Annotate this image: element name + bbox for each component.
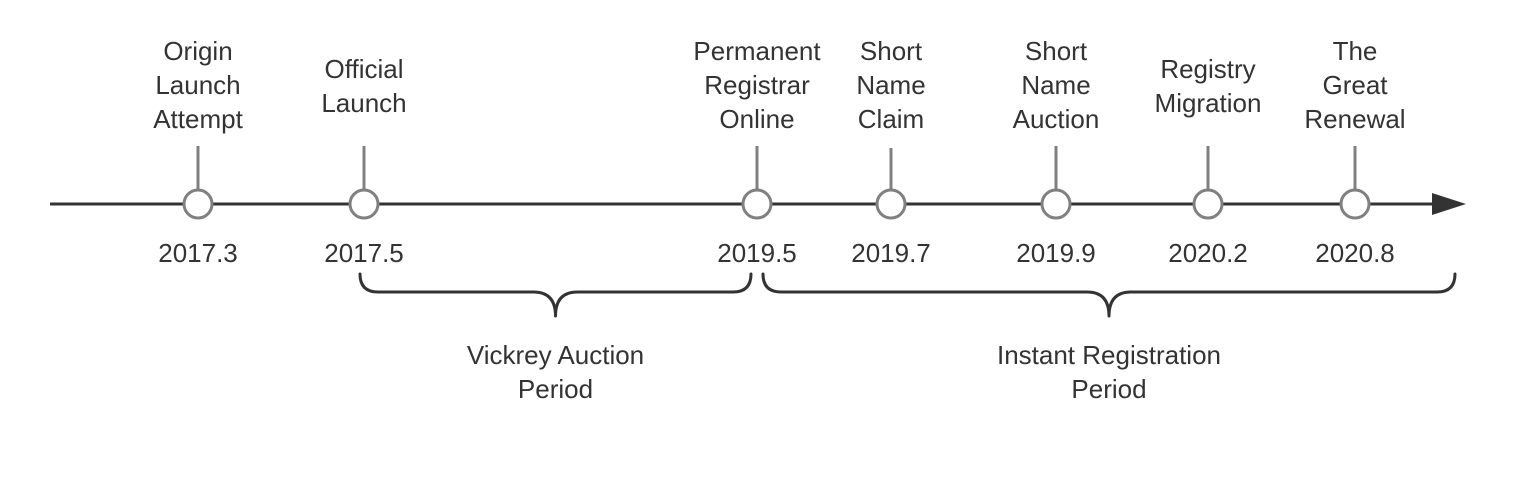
event-date: 2019.5 [717, 238, 797, 268]
event-title-line: Migration [1155, 88, 1262, 118]
event-title-line: Claim [858, 104, 924, 134]
event-title-line: Online [719, 104, 794, 134]
event-date: 2020.2 [1168, 238, 1248, 268]
period-brace [358, 272, 753, 318]
period-brace [761, 272, 1457, 318]
event-title-line: Permanent [693, 36, 821, 66]
event-title-line: Name [1021, 70, 1090, 100]
period-label-line: Vickrey Auction [467, 340, 644, 370]
event-marker [182, 188, 214, 220]
event-marker [1040, 188, 1072, 220]
event-title-line: Registrar [704, 70, 810, 100]
event-title-line: Short [1025, 36, 1088, 66]
event-title-line: Renewal [1304, 104, 1405, 134]
event-marker [875, 188, 907, 220]
event-title-line: Launch [321, 88, 406, 118]
event-title-line: Launch [155, 70, 240, 100]
event-marker [741, 188, 773, 220]
event-title-line: Official [325, 54, 404, 84]
event-title-line: Great [1322, 70, 1388, 100]
event-title-line: Registry [1160, 54, 1255, 84]
event-title-line: Short [860, 36, 923, 66]
event-date: 2017.5 [324, 238, 404, 268]
event-title-line: Origin [163, 36, 232, 66]
period-label-line: Instant Registration [997, 340, 1221, 370]
event-title-line: The [1333, 36, 1378, 66]
period-label-line: Period [518, 374, 593, 404]
event-title-line: Auction [1013, 104, 1100, 134]
event-marker [1192, 188, 1224, 220]
event-date: 2019.9 [1016, 238, 1096, 268]
event-date: 2019.7 [851, 238, 931, 268]
event-date: 2020.8 [1315, 238, 1395, 268]
timeline-arrowhead [1432, 193, 1466, 215]
event-marker [1339, 188, 1371, 220]
event-title-line: Name [856, 70, 925, 100]
event-title-line: Attempt [153, 104, 243, 134]
period-label-line: Period [1071, 374, 1146, 404]
event-date: 2017.3 [158, 238, 238, 268]
event-marker [348, 188, 380, 220]
